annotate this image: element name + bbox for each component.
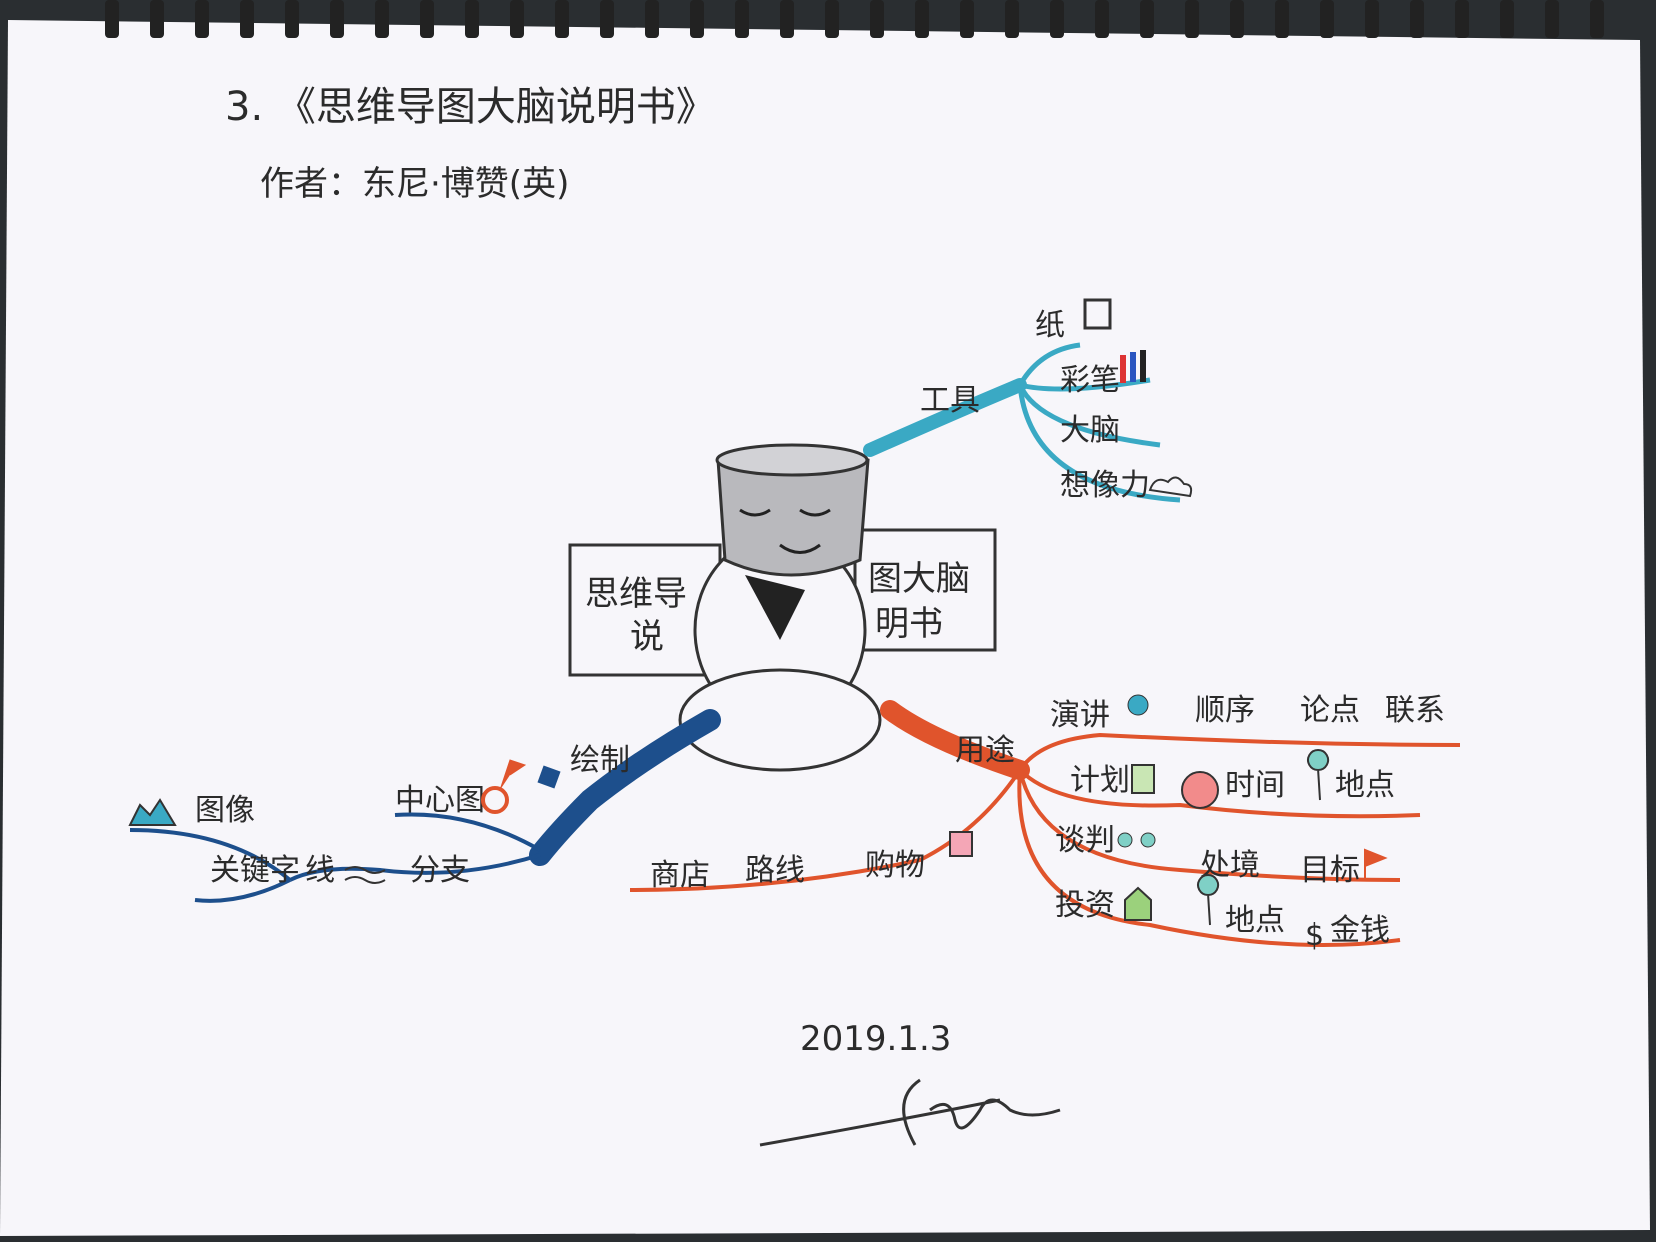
- uses-store: 商店: [650, 858, 710, 893]
- spiral-ring: [375, 0, 389, 38]
- spiral-ring: [1140, 0, 1154, 38]
- tie-icon: [745, 575, 805, 640]
- branch-draw: 绘制 中心图 图像 关键字 线 分支: [128, 709, 721, 903]
- spiral-ring: [1005, 0, 1019, 38]
- spiral-ring: [645, 0, 659, 38]
- colored-pens-icon: [1120, 350, 1146, 383]
- two-people-icon: [1117, 832, 1156, 848]
- spiral-ring: [420, 0, 434, 38]
- spiral-ring: [1410, 0, 1424, 38]
- uses-place-2: 地点: [1225, 903, 1285, 938]
- author-line: 作者：东尼·博赞(英): [260, 164, 569, 204]
- spiral-ring: [1500, 0, 1514, 38]
- spiral-ring: [1095, 0, 1109, 38]
- spiral-ring: [1545, 0, 1559, 38]
- goal-flag-icon: [1364, 848, 1388, 880]
- draw-item-keyword: 关键字: [210, 853, 300, 888]
- location-pin-icon-2: [1197, 874, 1220, 926]
- wave-lines-icon: [344, 866, 386, 884]
- spiral-ring: [1230, 0, 1244, 38]
- branch-tools-label: 工具: [920, 383, 980, 418]
- target-flag-icon: [481, 759, 527, 814]
- right-sign-line2: 明书: [875, 604, 943, 644]
- spiral-ring: [915, 0, 929, 38]
- spiral-ring: [960, 0, 974, 38]
- uses-route: 路线: [745, 853, 805, 888]
- uses-plan: 计划: [1070, 763, 1130, 798]
- uses-time: 时间: [1225, 768, 1285, 803]
- location-pin-icon: [1307, 749, 1330, 801]
- uses-money: 金钱: [1330, 913, 1390, 948]
- alarm-clock-icon: [1181, 771, 1219, 809]
- spiral-ring: [1455, 0, 1469, 38]
- spiral-ring: [150, 0, 164, 38]
- spiral-ring: [510, 0, 524, 38]
- uses-investment: 投资: [1055, 888, 1115, 923]
- draw-item-branch: 分支: [410, 853, 470, 888]
- house-icon: [1124, 886, 1152, 921]
- spiral-ring: [195, 0, 209, 38]
- uses-connection: 联系: [1385, 693, 1445, 728]
- spiral-ring: [105, 0, 119, 38]
- spiral-ring: [555, 0, 569, 38]
- square-mark-icon: [537, 765, 561, 789]
- spiral-ring: [1320, 0, 1334, 38]
- plan-sheet-icon: [1131, 764, 1155, 794]
- spiral-ring: [240, 0, 254, 38]
- spiral-ring: [735, 0, 749, 38]
- tools-item-brain: 大脑: [1060, 413, 1120, 448]
- branch-draw-label: 绘制: [570, 743, 630, 778]
- uses-negotiation: 谈判: [1055, 823, 1115, 858]
- dollar-icon: $: [1305, 918, 1324, 953]
- paper-square-icon: [1083, 298, 1112, 330]
- shopping-bag-icon: [949, 831, 973, 857]
- uses-shopping: 购物: [865, 848, 925, 883]
- mountain-image-icon: [128, 798, 177, 826]
- spiral-ring: [870, 0, 884, 38]
- draw-item-line: 线: [305, 853, 335, 888]
- cloud-icon: [1148, 476, 1193, 498]
- signature-icon: [759, 1078, 1061, 1147]
- uses-goal: 目标: [1300, 853, 1360, 888]
- spiral-ring: [1050, 0, 1064, 38]
- speaker-person-icon: [1127, 694, 1149, 716]
- footer-date: 2019.1.3: [800, 1019, 951, 1059]
- uses-arguments: 论点: [1300, 693, 1360, 728]
- branch-uses-label: 用途: [955, 733, 1015, 768]
- spiral-ring: [285, 0, 299, 38]
- left-sign-line2: 说: [630, 617, 664, 657]
- spiral-ring: [780, 0, 794, 38]
- spiral-ring: [825, 0, 839, 38]
- tools-item-pens: 彩笔: [1060, 363, 1120, 398]
- spiral-ring: [1185, 0, 1199, 38]
- spiral-ring: [1275, 0, 1289, 38]
- spiral-ring: [1365, 0, 1379, 38]
- tools-item-imagination: 想像力: [1060, 468, 1150, 503]
- spiral-binding: [105, 0, 1604, 38]
- branch-tools: 工具 纸 彩笔 大脑 想像力: [863, 298, 1193, 503]
- tools-item-paper: 纸: [1035, 308, 1065, 343]
- central-figure: 思维导 说 图大脑 明书: [568, 443, 997, 772]
- branch-uses: 用途 演讲 顺序 论点 联系 计划 时间 地点 谈判 处境 目标 投资 地点 $…: [629, 693, 1461, 953]
- right-sign-line1: 图大脑: [868, 559, 970, 599]
- spiral-ring: [690, 0, 704, 38]
- draw-item-image: 图像: [195, 793, 255, 828]
- spiral-ring: [330, 0, 344, 38]
- left-sign-line1: 思维导: [585, 574, 687, 614]
- spiral-ring: [600, 0, 614, 38]
- uses-order: 顺序: [1195, 693, 1255, 728]
- spiral-ring: [1590, 0, 1604, 38]
- uses-place: 地点: [1335, 768, 1395, 803]
- uses-speech: 演讲: [1050, 698, 1110, 733]
- page-title: 3. 《思维导图大脑说明书》: [225, 84, 716, 130]
- draw-item-central-image: 中心图: [395, 783, 485, 818]
- spiral-ring: [465, 0, 479, 38]
